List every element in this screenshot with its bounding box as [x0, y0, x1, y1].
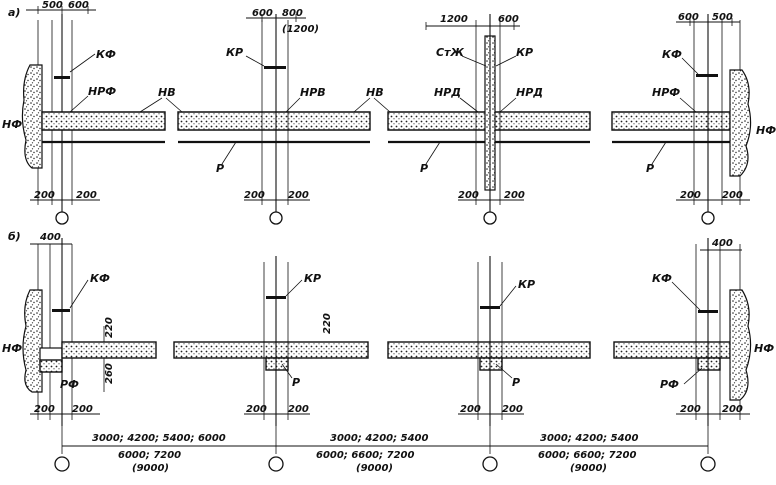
label-nrf: НРФ: [88, 85, 116, 98]
span-2-line3: (9000): [356, 463, 393, 474]
dim-top: 800: [282, 8, 303, 19]
row-b-slab-band: [39, 341, 731, 373]
label-nrd: НРД: [516, 86, 543, 99]
label-nrf: НРФ: [652, 86, 680, 99]
axis-marker: [268, 456, 284, 472]
dim-top: 600: [252, 8, 273, 19]
row-b-column-4: 400 КФ НФ РФ 200 200: [652, 238, 774, 426]
label-r: Р: [292, 376, 300, 389]
span-3-line1: 3000; 4200; 5400: [540, 433, 638, 444]
dim-bottom: 200: [458, 190, 479, 201]
row-a: а) 500 600 КФ НРФ НФ 200 200: [2, 0, 776, 225]
dim-bottom: 200: [34, 404, 55, 415]
label-nf: НФ: [2, 342, 22, 355]
dim-bottom: 200: [34, 190, 55, 201]
dim-vertical: 220: [104, 317, 115, 338]
dim-top: 1200: [440, 14, 468, 25]
span-3-line3: (9000): [570, 463, 607, 474]
label-kr: КР: [304, 272, 321, 285]
row-b-column-2: КР Р 220 200 200: [244, 256, 333, 426]
row-b: б) 400 КФ НФ РФ 220 260 200 200: [2, 230, 774, 426]
label-nv: НВ: [158, 86, 176, 99]
label-rf: РФ: [60, 378, 79, 391]
label-r: Р: [512, 376, 520, 389]
dim-bottom: 200: [288, 404, 309, 415]
span-1-line3: (9000): [132, 463, 169, 474]
facade-wall-panel: [21, 64, 43, 169]
dim-bottom: 200: [288, 190, 309, 201]
row-b-column-1: 400 КФ НФ РФ 220 260 200 200: [2, 232, 115, 426]
span-2-line2: 6000; 6600; 7200: [316, 450, 414, 461]
label-kr: КР: [516, 46, 533, 59]
row-a-slab-band: [41, 111, 731, 144]
dim-bottom: 200: [680, 404, 701, 415]
label-nf: НФ: [756, 124, 776, 137]
label-r: Р: [216, 162, 224, 175]
dim-top: 400: [711, 238, 733, 249]
label-r: Р: [646, 162, 654, 175]
dim-bottom: 200: [76, 190, 97, 201]
axis-marker: [701, 211, 715, 225]
dim-bottom: 200: [722, 404, 743, 415]
label-nrv: НРВ: [300, 86, 326, 99]
label-rf: РФ: [660, 378, 679, 391]
label-nv: НВ: [366, 86, 384, 99]
axis-marker: [483, 211, 497, 225]
dim-top: 400: [39, 232, 61, 243]
span-2-line1: 3000; 4200; 5400: [330, 433, 428, 444]
label-stzh: СтЖ: [436, 46, 464, 59]
axis-marker: [700, 456, 716, 472]
span-1-line2: 6000; 7200: [118, 450, 181, 461]
axis-marker: [55, 211, 69, 225]
label-r: Р: [420, 162, 428, 175]
row-b-column-3: КР Р 200 200: [458, 256, 535, 426]
dim-bottom: 200: [460, 404, 481, 415]
label-kf: КФ: [652, 272, 672, 285]
dim-top: 500: [42, 0, 63, 11]
dim-bottom: 200: [722, 190, 743, 201]
dim-bottom: 200: [244, 190, 265, 201]
facade-wall-panel: [22, 289, 43, 393]
dim-top: 600: [68, 0, 89, 11]
label-nf: НФ: [754, 342, 774, 355]
row-a-column-1: 500 600 КФ НРФ НФ 200 200: [2, 0, 116, 212]
dim-top: 500: [712, 12, 733, 23]
row-b-marker: б): [8, 230, 21, 243]
label-nf: НФ: [2, 118, 22, 131]
dim-vertical: 260: [104, 363, 115, 384]
span-3-line2: 6000; 6600; 7200: [538, 450, 636, 461]
label-kf: КФ: [96, 48, 116, 61]
dim-top: 600: [498, 14, 519, 25]
dim-bottom: 200: [504, 190, 525, 201]
facade-wall-panel: [729, 289, 752, 401]
row-a-column-4: 600 500 КФ НРФ НФ Р 200 200: [646, 12, 776, 212]
axis-marker: [482, 456, 498, 472]
dim-top-alt: (1200): [282, 24, 319, 35]
dim-bottom: 200: [72, 404, 93, 415]
axis-marker: [269, 211, 283, 225]
row-a-column-3: 1200 600 СтЖ КР НРД НРД Р 200 200: [420, 14, 543, 212]
span-1-line1: 3000; 4200; 5400; 6000: [92, 433, 226, 444]
span-dimensions: 3000; 4200; 5400; 6000 6000; 7200 (9000)…: [54, 426, 716, 474]
label-kf: КФ: [90, 272, 110, 285]
row-a-marker: а): [8, 6, 20, 19]
dim-bottom: 200: [246, 404, 267, 415]
axis-marker: [54, 456, 70, 472]
label-nrd: НРД: [434, 86, 461, 99]
dim-vertical: 220: [322, 313, 333, 334]
facade-wall-panel: [729, 69, 752, 177]
label-kf: КФ: [662, 48, 682, 61]
label-kr: КР: [226, 46, 243, 59]
dim-bottom: 200: [502, 404, 523, 415]
label-kr: КР: [518, 278, 535, 291]
dim-top: 600: [678, 12, 699, 23]
row-a-column-2: 600 800 (1200) КР НРВ Р 200 200 НВ: [216, 8, 391, 212]
dim-bottom: 200: [680, 190, 701, 201]
